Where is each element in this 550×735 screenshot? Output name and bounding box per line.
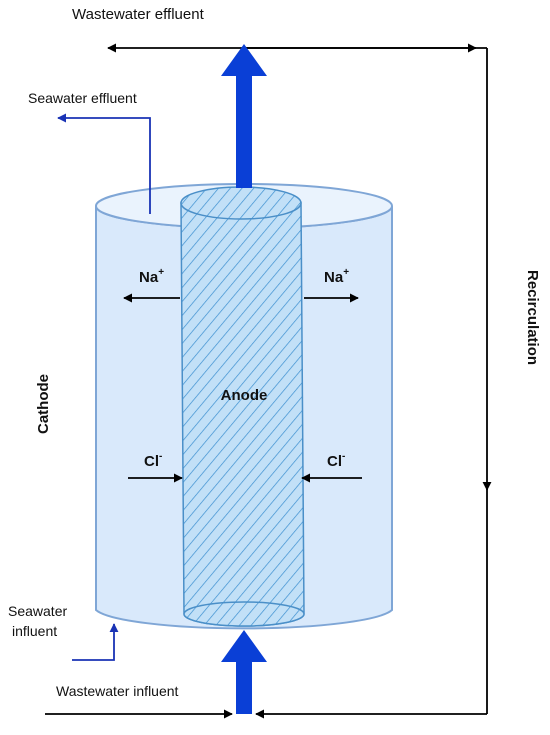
- seawater-effluent-line: [57, 113, 151, 214]
- wastewater-influent-label: Wastewater influent: [56, 683, 179, 699]
- na-ion-label-right: Na+: [324, 267, 349, 286]
- anode-electrode: [180, 186, 305, 627]
- wastewater-effluent-flow-arrow: [221, 44, 267, 188]
- cl-ion-label-right: Cl-: [327, 451, 345, 470]
- seawater-influent-line: [72, 623, 119, 661]
- recirculation-label: Recirculation: [524, 270, 541, 365]
- wastewater-effluent-label: Wastewater effluent: [72, 6, 205, 23]
- effluent-recirculation-line: [45, 43, 492, 719]
- cathode-label: Cathode: [35, 374, 52, 434]
- na-ion-label-left: Na+: [139, 267, 164, 286]
- seawater-effluent-label: Seawater effluent: [28, 90, 137, 106]
- seawater-influent-label-line1: Seawater: [8, 603, 67, 619]
- cl-ion-label-left: Cl-: [144, 451, 162, 470]
- seawater-influent-label-line2: influent: [12, 623, 57, 639]
- wastewater-influent-flow-arrow: [221, 630, 267, 714]
- anode-label: Anode: [221, 387, 268, 404]
